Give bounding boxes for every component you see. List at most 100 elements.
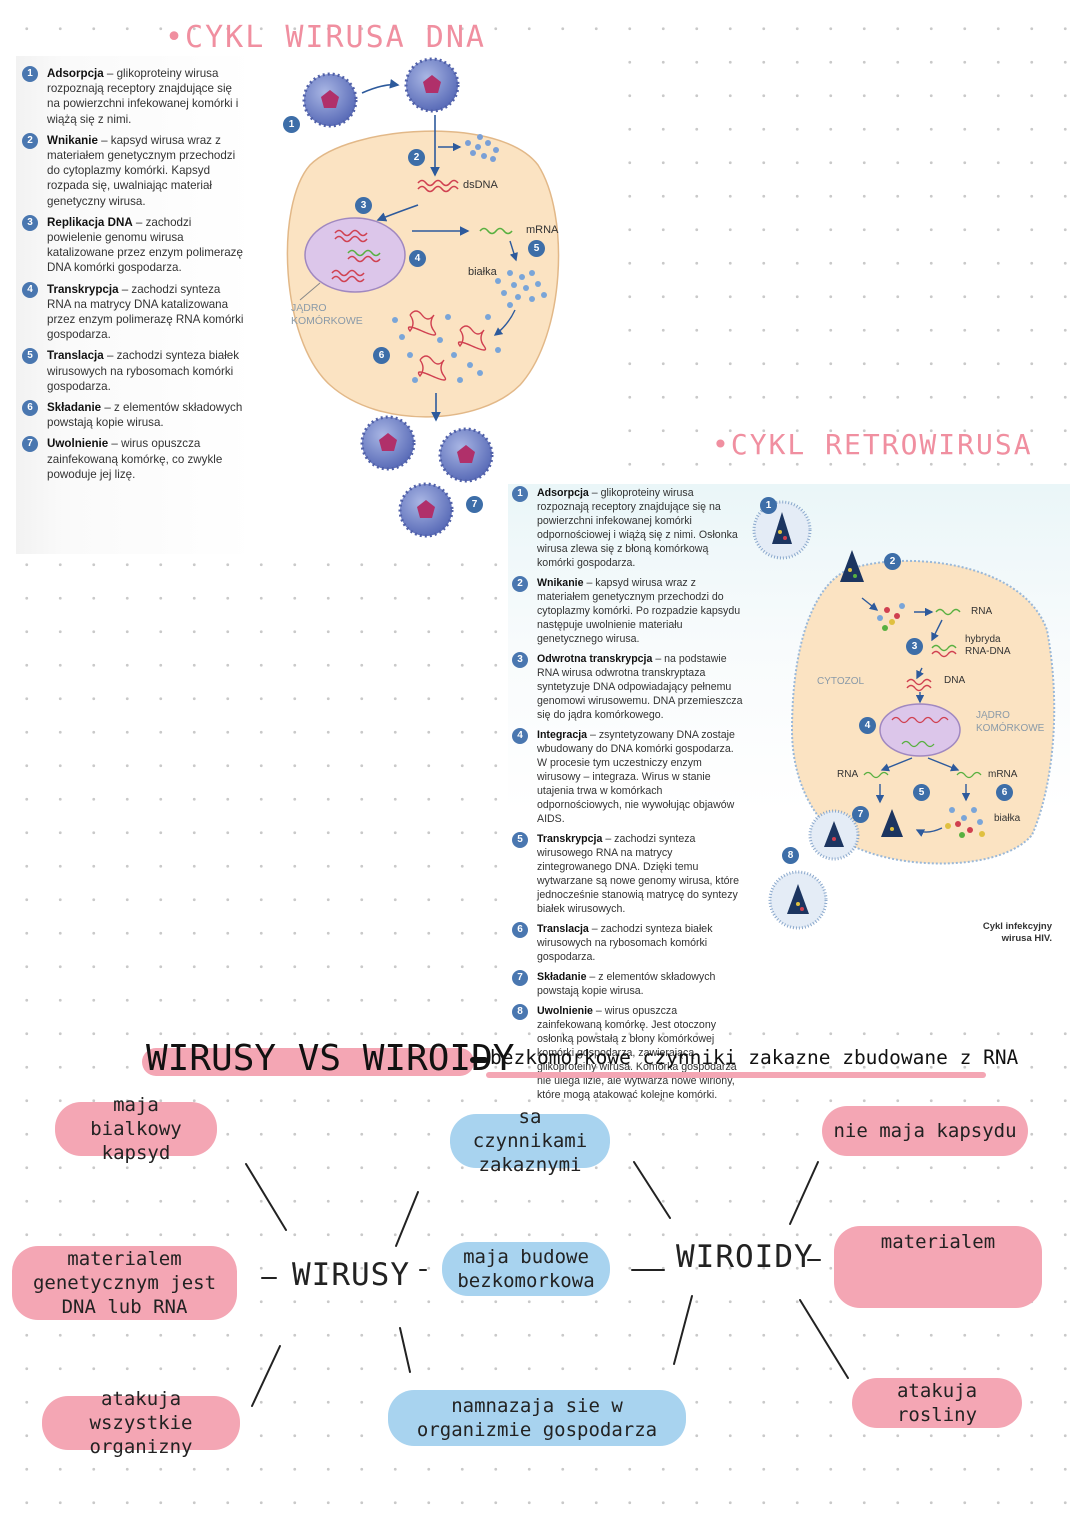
retro-cycle-title: •CYKL RETROWIRUSA <box>712 428 1033 461</box>
retro-step-badge-5: 5 <box>913 784 930 801</box>
retro-step-number: 3 <box>512 652 528 668</box>
dna-step-badge-6: 6 <box>373 347 390 364</box>
retro-step-title: Transkrypcja <box>537 833 603 845</box>
retro-step-badge-2: 2 <box>884 553 901 570</box>
retro-step-number: 8 <box>512 1004 528 1020</box>
dna-step: 5 Translacja – zachodzi synteza białek wi… <box>22 348 244 394</box>
dna-step-text: – z elementów składowych powstają kopie … <box>47 401 243 430</box>
dna-step-text: – wirus opuszcza zainfekowaną komórkę, c… <box>47 437 223 481</box>
common-bubble-reproduce: namnazaja sie w organizmie gospodarza <box>388 1390 686 1446</box>
retro-step: 7 Składanie – z elementów składowych pows… <box>512 970 744 998</box>
retro-step-title: Wnikanie <box>537 577 584 589</box>
dna-step-badge-2: 2 <box>408 149 425 166</box>
dna-step-title: Adsorpcja <box>47 67 104 80</box>
node-wiroidy: WIROIDY <box>676 1239 814 1275</box>
mindmap-connectors <box>245 1161 849 1407</box>
virion-icon <box>404 57 460 113</box>
heading-highlight <box>142 1048 474 1076</box>
wiroidy-bubble-no-capsid: nie maja kapsydu <box>822 1106 1028 1156</box>
retro-step-badge-6: 6 <box>996 784 1013 801</box>
dna-step: 2 Wnikanie – kapsyd wirusa wraz z materia… <box>22 132 244 209</box>
retro-step-badge-1: 1 <box>760 497 777 514</box>
retro-step: 1 Adsorpcja – glikoproteiny wirusa rozpoz… <box>512 486 744 570</box>
retro-step-text: – wirus opuszcza zainfekowaną komórkę. J… <box>537 1005 737 1101</box>
dna-step-title: Uwolnienie <box>47 437 109 451</box>
retro-step-badge-8: 8 <box>782 847 799 864</box>
wiroidy-bubble-material: materialem <box>834 1226 1042 1308</box>
wirusy-bubble-capsid: maja bialkowy kapsyd <box>55 1094 217 1164</box>
nucleus-label: JĄDRO KOMÓRKOWE <box>291 302 363 327</box>
retro-rna2-label: RNA <box>837 769 859 780</box>
wirusy-bubble-genetic: materialem genetycznym jest DNA lub RNA <box>12 1246 237 1320</box>
dna-step: 1 Adsorpcja – glikoproteiny wirusa rozpoz… <box>22 66 244 127</box>
hiv-caption: Cykl infekcyjny wirusa HIV. <box>982 921 1052 944</box>
dna-step-number: 1 <box>22 66 38 82</box>
retro-step-title: Integracja <box>537 729 588 741</box>
dna-step-number: 2 <box>22 132 38 149</box>
wiroidy-bubble-material-text: materialem <box>880 1231 996 1253</box>
dna-step-title: Składanie <box>47 401 102 415</box>
dna-cycle-diagram <box>286 57 560 538</box>
dna-step-title: Wnikanie <box>47 133 98 147</box>
retro-step-text: – kapsyd wirusa wraz z materiałem genety… <box>537 577 741 645</box>
dna-step-number: 3 <box>22 214 38 231</box>
wirusy-bubble-attack: atakuja wszystkie organizny <box>42 1388 240 1458</box>
mrna-label: mRNA <box>526 224 559 236</box>
dna-step-text: – glikoproteiny wirusa rozpoznają recept… <box>47 67 239 126</box>
retro-step-title: Uwolnienie <box>537 1005 593 1017</box>
retro-step-title: Translacja <box>537 923 589 935</box>
dna-cycle-title: •CYKL WIRUSA DNA <box>165 20 486 55</box>
dna-step-badge-7: 7 <box>466 496 483 513</box>
retro-step-badge-3: 3 <box>906 638 923 655</box>
retro-steps-list: 1 Adsorpcja – glikoproteiny wirusa rozpoz… <box>512 486 744 1108</box>
retro-step-number: 1 <box>512 486 528 502</box>
retro-cycle-diagram <box>752 500 1056 930</box>
dna-step-number: 4 <box>22 281 38 298</box>
dsdna-label: dsDNA <box>463 179 498 191</box>
retro-step-number: 4 <box>512 728 528 744</box>
dna-step-title: Replikacja DNA <box>47 215 133 229</box>
retro-step: 8 Uwolnienie – wirus opuszcza zainfekowan… <box>512 1004 744 1102</box>
dna-step-number: 5 <box>22 348 38 365</box>
retro-step-number: 7 <box>512 970 528 986</box>
dna-step-number: 6 <box>22 400 38 417</box>
subtitle-underline <box>486 1072 986 1078</box>
virion-icon <box>302 72 358 128</box>
retro-step: 5 Transkrypcja – zachodzi synteza wirusow… <box>512 832 744 916</box>
dna-step-title: Translacja <box>47 349 104 363</box>
dna-step-badge-5: 5 <box>528 240 545 257</box>
retro-step-title: Odwrotna transkrypcja <box>537 653 653 665</box>
dna-step-text: – zachodzi synteza białek wirusowych na … <box>47 349 240 393</box>
dna-steps-list: 1 Adsorpcja – glikoproteiny wirusa rozpoz… <box>22 66 244 488</box>
retro-bialka-label: białka <box>994 813 1021 824</box>
dna-step-text: – zachodzi powielenie genomu wirusa kata… <box>47 215 243 275</box>
retro-step-text: – glikoproteiny wirusa rozpoznają recept… <box>537 487 738 569</box>
cytosol-label: CYTOZOL <box>817 676 865 687</box>
retro-step-title: Składanie <box>537 971 587 983</box>
retro-step-title: Adsorpcja <box>537 487 589 499</box>
retro-nucleus-label: JĄDRO KOMÓRKOWE <box>976 710 1045 734</box>
dna-step-badge-4: 4 <box>409 250 426 267</box>
retro-step-text: – na podstawie RNA wirusa odwrotna trans… <box>537 653 743 721</box>
dna-step-text: – zachodzi synteza RNA na matrycy DNA ka… <box>47 282 244 342</box>
bialka-label: białka <box>468 266 497 278</box>
retro-step-number: 5 <box>512 832 528 848</box>
dna-step: 6 Składanie – z elementów składowych pows… <box>22 400 244 430</box>
retro-dna-label: DNA <box>944 675 966 686</box>
common-bubble-acellular: maja budowe bezkomorkowa <box>442 1242 610 1296</box>
dna-step-badge-1: 1 <box>283 116 300 133</box>
comparison-heading: WIRUSY VS WIROIDY <box>146 1038 515 1079</box>
retro-step-number: 6 <box>512 922 528 938</box>
retro-step-text: – z elementów składowych powstają kopie … <box>537 971 716 997</box>
retro-step-text: – zachodzi synteza wirusowego RNA na mat… <box>537 833 739 915</box>
retro-step: 3 Odwrotna transkrypcja – na podstawie RN… <box>512 652 744 722</box>
comparison-subtitle: bezkomorkowe czynniki zakazne zbudowane … <box>490 1046 1019 1069</box>
retro-rna-label: RNA <box>971 606 993 617</box>
dna-step-text: – kapsyd wirusa wraz z materiałem genety… <box>47 133 236 208</box>
retro-step-badge-7: 7 <box>852 806 869 823</box>
